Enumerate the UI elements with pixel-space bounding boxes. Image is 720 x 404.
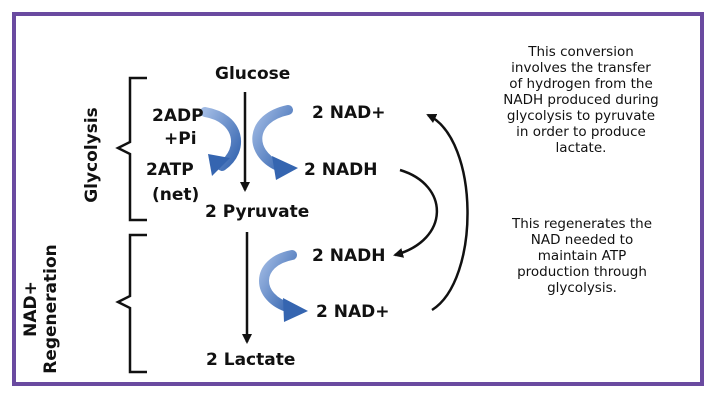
diagram-frame: [12, 12, 704, 386]
regeneration-side-label: NAD+ Regeneration: [21, 244, 65, 374]
nad-top-label: 2 NAD+: [312, 103, 386, 123]
nadh-transfer-arrow: [393, 168, 439, 258]
regenerate-note: This regenerates the NAD needed to maint…: [511, 216, 653, 296]
glycolysis-bracket: [115, 76, 147, 222]
regeneration-bracket: [115, 233, 147, 374]
regeneration-line-2: Regeneration: [41, 244, 61, 374]
adp-label: 2ADP: [152, 106, 204, 126]
nad-to-nadh-curved-arrow: [252, 105, 293, 171]
nad-regeneration-arrow: [426, 113, 469, 312]
net-label: (net): [152, 185, 200, 205]
pyruvate-label: 2 Pyruvate: [205, 202, 310, 222]
pi-label: +Pi: [164, 129, 197, 149]
nadh-bottom-label: 2 NADH: [312, 246, 386, 266]
regeneration-line-1: NAD+: [21, 281, 41, 337]
nadh-top-label: 2 NADH: [304, 160, 378, 180]
nadh-to-nad-curved-arrow: [259, 250, 297, 313]
atp-label: 2ATP: [146, 160, 194, 180]
adp-to-atp-curved-arrow: [200, 107, 241, 171]
glycolysis-side-label: Glycolysis: [82, 107, 102, 203]
nad-bottom-label: 2 NAD+: [316, 302, 390, 322]
lactate-label: 2 Lactate: [206, 350, 296, 370]
conversion-note: This conversion involves the transfer of…: [503, 44, 659, 156]
glucose-label: Glucose: [215, 64, 291, 84]
